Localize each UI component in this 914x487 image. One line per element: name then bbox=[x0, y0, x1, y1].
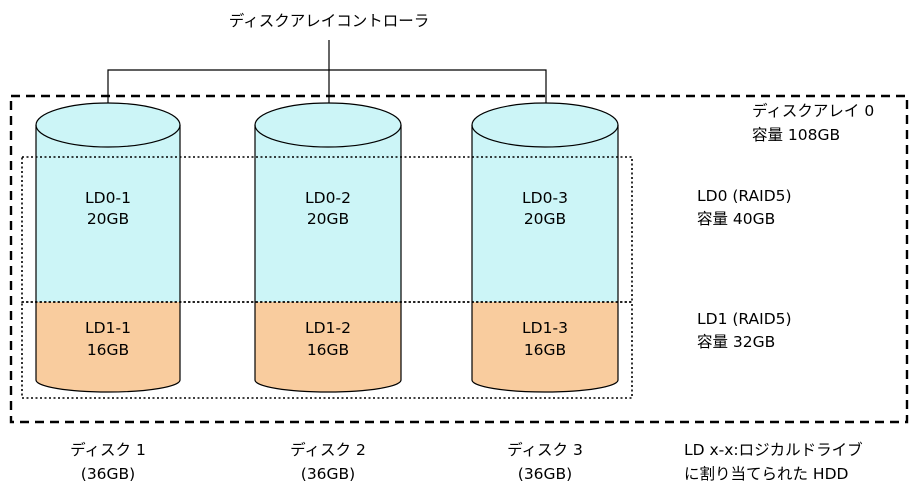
disk-2-ld0-segment bbox=[255, 125, 401, 302]
array-name: ディスクアレイ 0 bbox=[752, 101, 874, 120]
ld-label-id: LD0-3 bbox=[522, 189, 568, 207]
array-capacity: 容量 108GB bbox=[752, 126, 840, 144]
disk-caption-name: ディスク 1 bbox=[70, 440, 146, 459]
ld-label-id: LD1-3 bbox=[522, 319, 568, 337]
ld1-boundary bbox=[21, 301, 633, 399]
disk-3-ld0-segment bbox=[472, 125, 618, 302]
disk-3-ld1-segment bbox=[472, 302, 618, 392]
legend-line-2: に割り当てられた HDD bbox=[684, 465, 849, 483]
ld-label-id: LD1-1 bbox=[85, 319, 131, 337]
disk-caption-name: ディスク 3 bbox=[507, 440, 583, 459]
controller-label: ディスクアレイコントローラ bbox=[229, 11, 429, 30]
ld0-boundary bbox=[21, 156, 633, 303]
ld-label-id: LD0-1 bbox=[85, 189, 131, 207]
disk-1-top bbox=[35, 102, 181, 148]
disk-3 bbox=[471, 102, 619, 393]
ld-label-size: 20GB bbox=[307, 210, 349, 228]
disk-caption-size: (36GB) bbox=[518, 465, 572, 483]
ld1-name: LD1 (RAID5) bbox=[697, 310, 792, 328]
ld1-capacity: 容量 32GB bbox=[697, 333, 775, 351]
ld-label-id: LD1-2 bbox=[305, 319, 351, 337]
disk-1-ld1-segment bbox=[36, 302, 180, 392]
disk-2-ld1-segment bbox=[255, 302, 401, 392]
disk-caption-name: ディスク 2 bbox=[290, 440, 366, 459]
disk-3-top bbox=[471, 102, 619, 148]
ld0-capacity: 容量 40GB bbox=[697, 210, 775, 228]
ld-label-size: 20GB bbox=[524, 210, 566, 228]
ld-label-size: 16GB bbox=[524, 341, 566, 359]
disk-2 bbox=[254, 102, 402, 393]
ld-label-size: 16GB bbox=[87, 341, 129, 359]
ld-label-size: 16GB bbox=[307, 341, 349, 359]
disk-1-ld0-segment bbox=[36, 125, 180, 302]
legend-line-1: LD x-x:ロジカルドライブ bbox=[684, 440, 863, 459]
disk-caption-size: (36GB) bbox=[301, 465, 355, 483]
disk-caption-size: (36GB) bbox=[81, 465, 135, 483]
disk-1 bbox=[35, 102, 181, 393]
disk-array-boundary bbox=[9, 94, 909, 424]
ld-label-id: LD0-2 bbox=[305, 189, 351, 207]
ld-label-size: 20GB bbox=[87, 210, 129, 228]
ld0-name: LD0 (RAID5) bbox=[697, 187, 792, 205]
controller-connector bbox=[107, 40, 547, 112]
disk-2-top bbox=[254, 102, 402, 148]
